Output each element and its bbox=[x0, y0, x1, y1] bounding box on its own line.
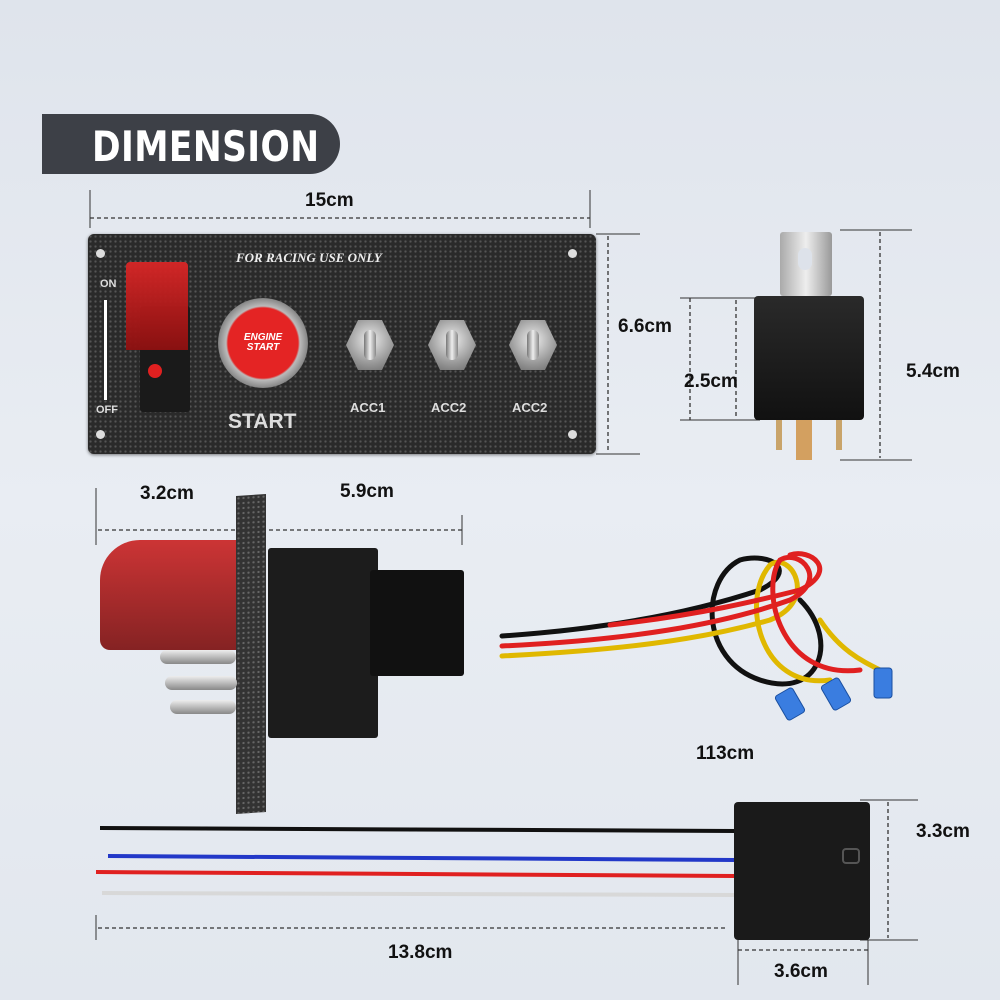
side-depth-back-label: 5.9cm bbox=[340, 481, 394, 502]
socket-height-label: 3.3cm bbox=[916, 821, 970, 842]
off-label: OFF bbox=[96, 404, 118, 416]
panel-header: FOR RACING USE ONLY bbox=[236, 250, 382, 265]
side-toggle-lever bbox=[170, 700, 236, 714]
switch-panel: FOR RACING USE ONLY ON OFF ENGINE START … bbox=[88, 234, 596, 454]
relay-bracket bbox=[780, 232, 832, 296]
relay-pin bbox=[776, 420, 782, 450]
socket-width-label: 3.6cm bbox=[774, 961, 828, 982]
banner-title: DIMENSION bbox=[92, 122, 320, 171]
harness-length-label: 113cm bbox=[696, 743, 755, 764]
socket-wire-length-label: 13.8cm bbox=[388, 942, 453, 963]
acc2-label: ACC2 bbox=[431, 400, 467, 415]
ignition-toggle[interactable] bbox=[148, 364, 162, 378]
dimension-banner: DIMENSION bbox=[42, 114, 340, 174]
start-text-1: ENGINE bbox=[243, 332, 283, 343]
panel-height-label: 6.6cm bbox=[618, 316, 672, 337]
relay-body-height-label: 2.5cm bbox=[684, 371, 738, 392]
acc3-label: ACC2 bbox=[512, 400, 548, 415]
relay-pin bbox=[796, 420, 812, 460]
start-label: START bbox=[228, 410, 297, 433]
side-safety-cover bbox=[100, 540, 236, 650]
side-toggle-lever bbox=[165, 676, 237, 690]
side-toggle-lever bbox=[160, 650, 236, 664]
side-depth-front-label: 3.2cm bbox=[140, 483, 194, 504]
on-label: ON bbox=[100, 278, 117, 290]
engine-start-button[interactable]: ENGINE START bbox=[218, 298, 308, 388]
relay-socket bbox=[734, 802, 870, 940]
relay-body bbox=[754, 296, 864, 420]
acc3-toggle[interactable] bbox=[509, 320, 557, 370]
start-switch-body bbox=[370, 570, 464, 676]
panel-width-label: 15cm bbox=[305, 190, 354, 211]
start-text-2: START bbox=[246, 342, 280, 353]
on-off-arrow-icon bbox=[104, 300, 107, 400]
acc1-toggle[interactable] bbox=[346, 320, 394, 370]
mount-hole bbox=[96, 430, 105, 439]
mount-hole bbox=[568, 249, 577, 258]
relay-total-height-label: 5.4cm bbox=[906, 361, 960, 382]
mount-hole bbox=[568, 430, 577, 439]
switch-bodies bbox=[268, 548, 378, 738]
safety-cover[interactable] bbox=[126, 262, 188, 350]
relay-pin bbox=[836, 420, 842, 450]
mount-hole bbox=[96, 249, 105, 258]
acc2-toggle[interactable] bbox=[428, 320, 476, 370]
acc1-label: ACC1 bbox=[350, 400, 386, 415]
